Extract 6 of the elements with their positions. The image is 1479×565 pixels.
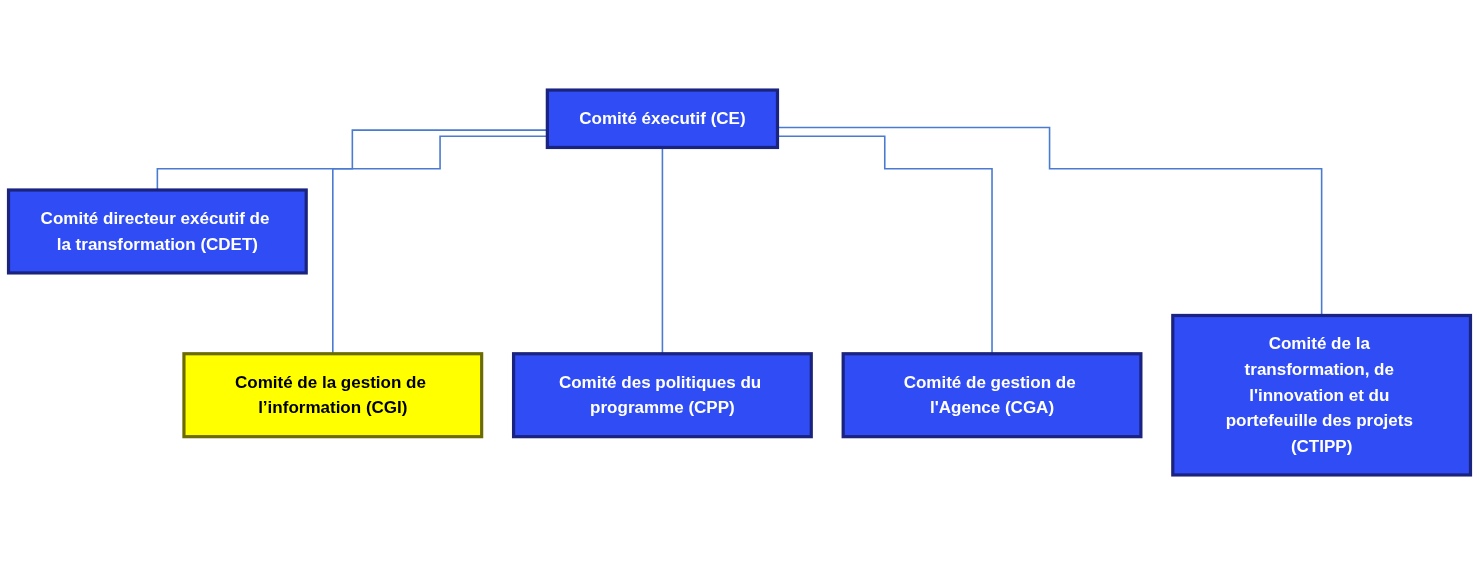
node-box: Comité de gestion de l'Agence (CGA) <box>841 352 1143 439</box>
node-box: Comité de la gestion de l’information (CGI) <box>182 352 484 439</box>
node-box: Comité directeur exécutif de la transformation (CDET) <box>6 188 308 275</box>
node-box: Comité de la transformation, de l'innovation et du portefeuille des projets (CTIPP) <box>1171 313 1473 477</box>
node-box: Comité des politiques du programme (CPP) <box>511 352 813 439</box>
node-box: Comité éxecutif (CE) <box>545 88 780 150</box>
